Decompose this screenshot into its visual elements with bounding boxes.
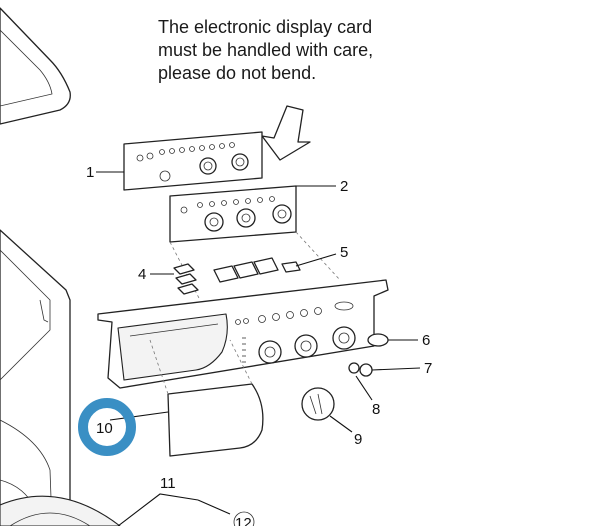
part-label-2: 2 [340,178,348,195]
highlight-circle [78,398,136,456]
display-card-lower [169,185,297,243]
part-label-6: 6 [422,332,430,349]
part-label-4: 4 [138,266,146,283]
caution-note-line-2: must be handled with care, [158,40,374,60]
selector-knob [301,387,335,421]
caution-note: The electronic display card must be hand… [158,16,478,85]
button-strip [213,257,301,283]
part-label-11: 11 [160,475,176,492]
caution-note-line-1: The electronic display card [158,17,373,37]
part-label-5: 5 [340,244,348,261]
knob-cap [367,333,389,347]
part-label-12: 12 [235,515,252,526]
drawer-front-panel [149,339,264,457]
part-label-9: 9 [354,431,362,448]
caution-arrow [261,105,311,161]
part-label-7: 7 [424,360,432,377]
control-panel-fascia [97,279,389,389]
part-label-10: 10 [96,420,113,437]
display-card-upper [123,131,263,191]
rings [348,362,373,377]
appliance-body [0,7,121,526]
part-label-1: 1 [86,164,94,181]
part-label-8: 8 [372,401,380,418]
key-buttons-stack [173,263,199,295]
caution-note-line-3: please do not bend. [158,63,317,83]
